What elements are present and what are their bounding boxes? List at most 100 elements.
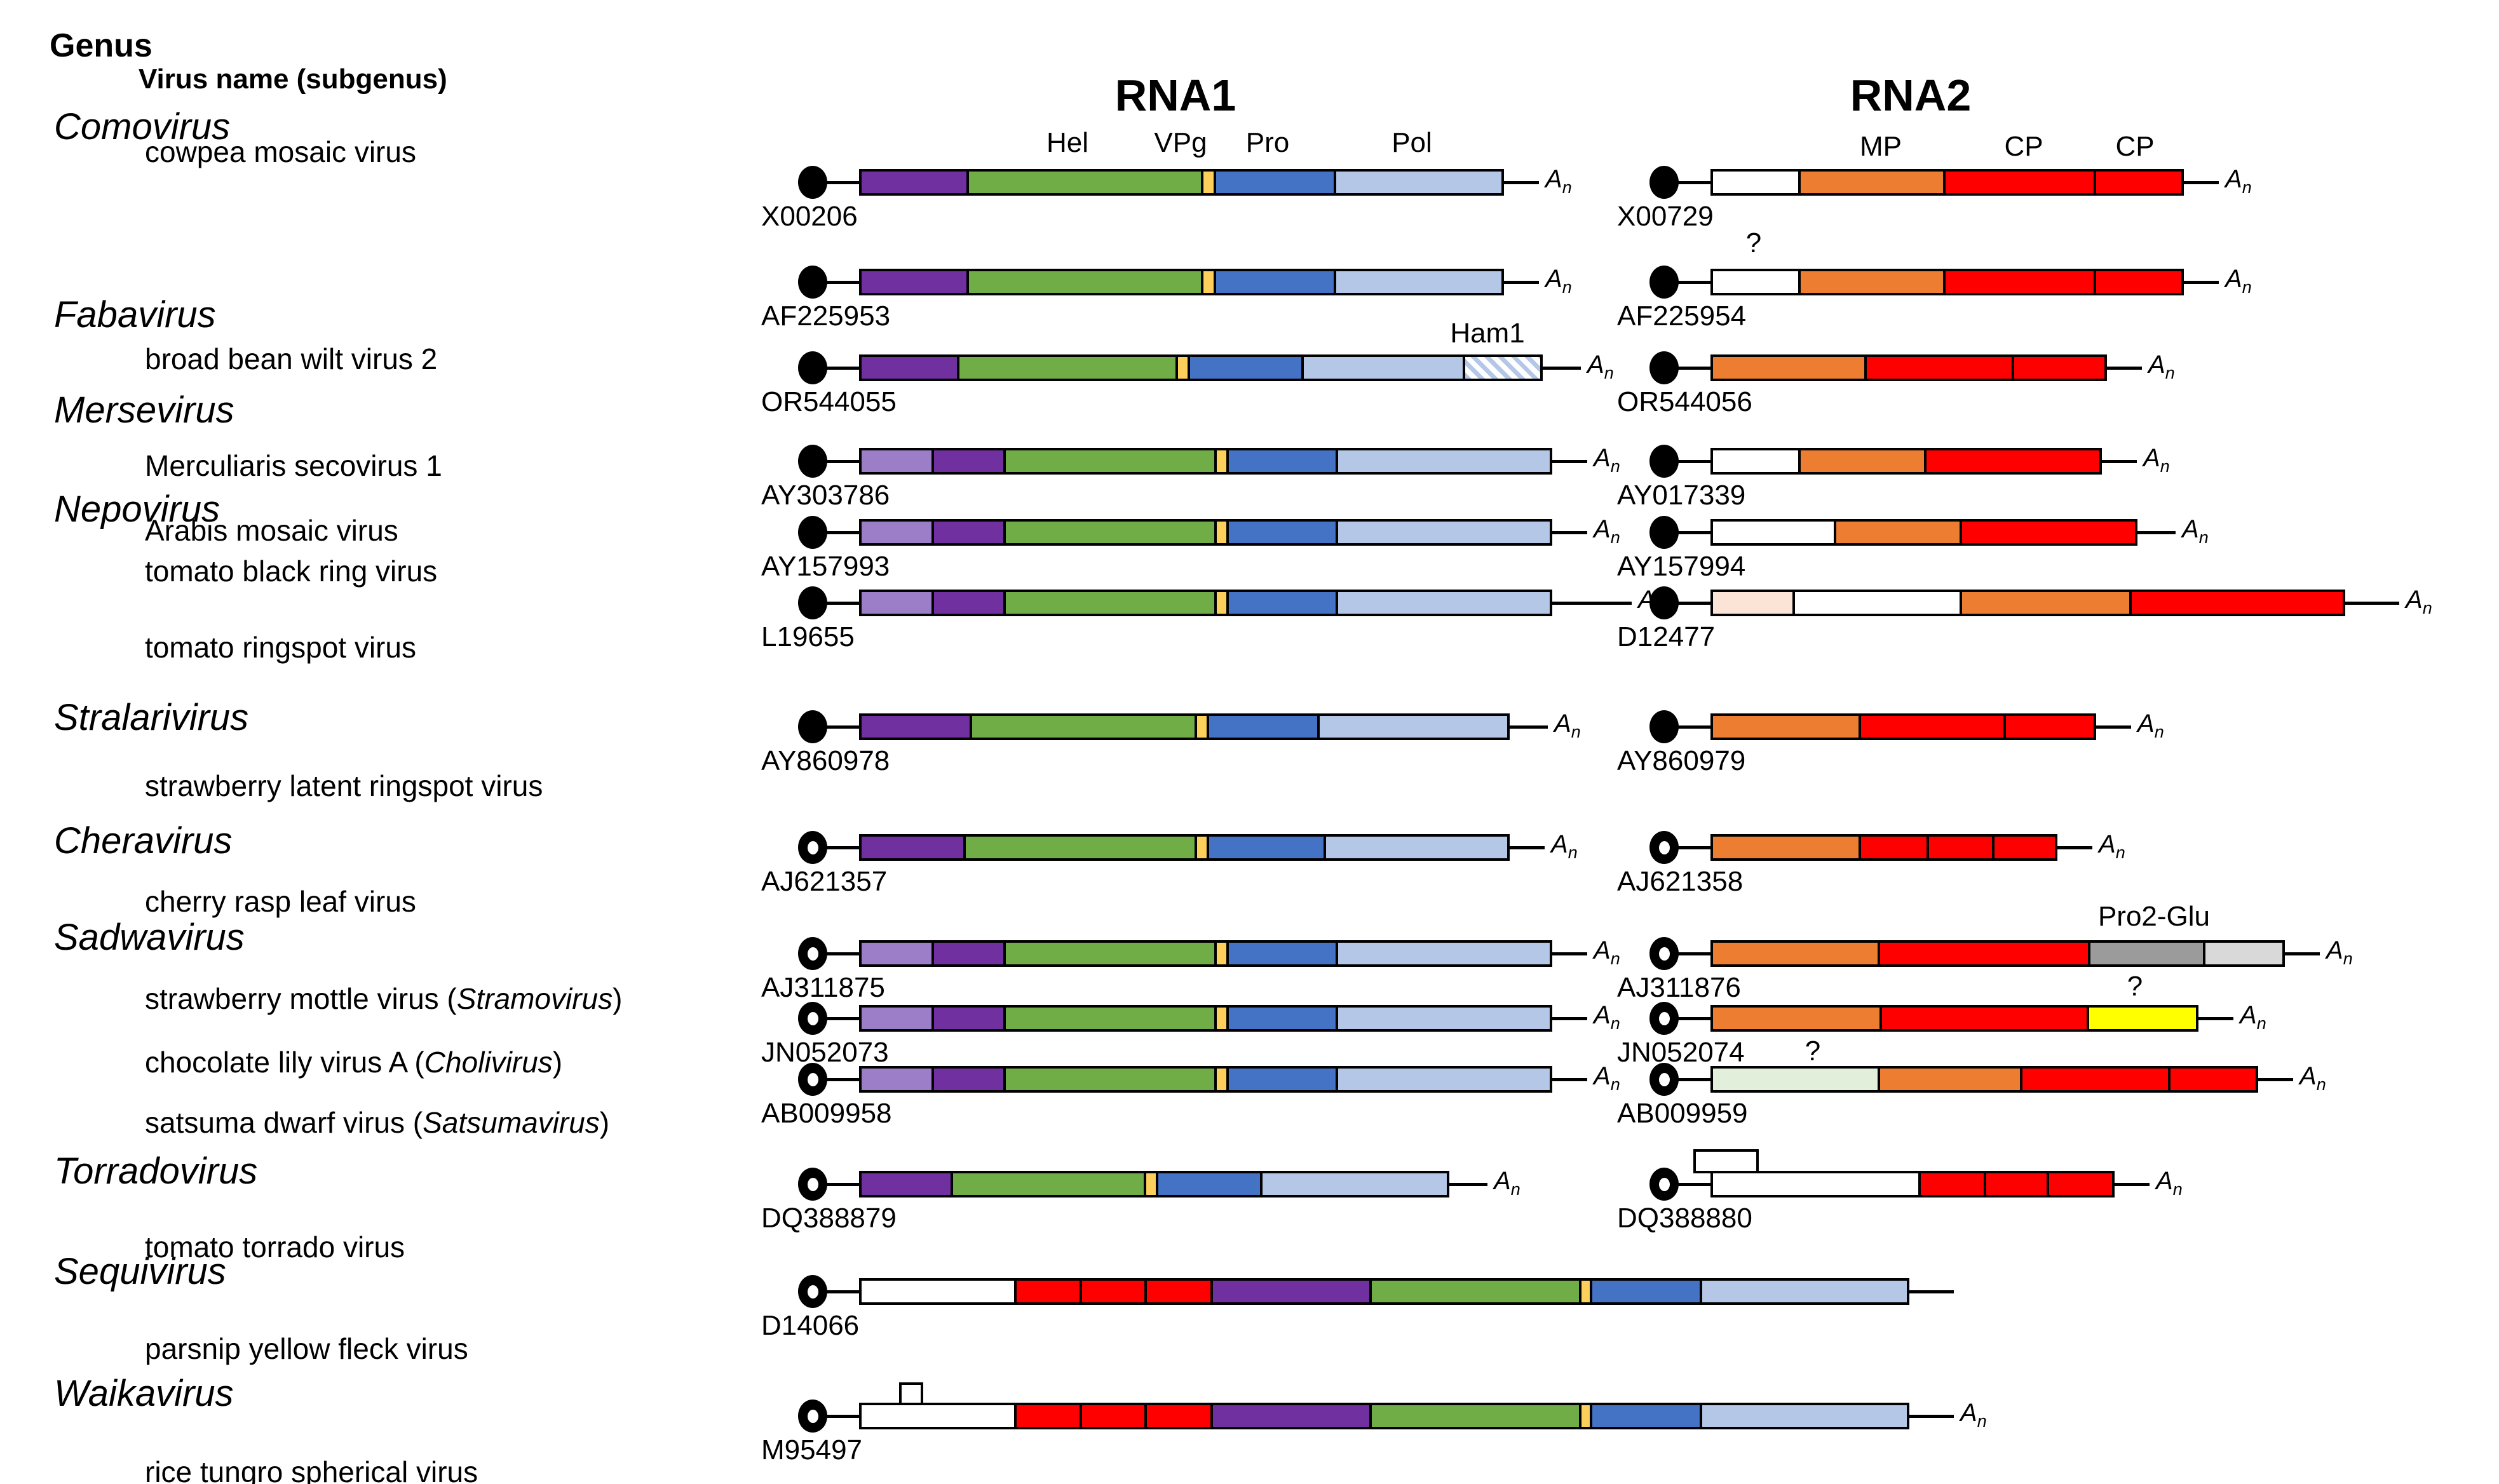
poly-a-line [1449, 1183, 1487, 1186]
genome-segment-red [1144, 1405, 1210, 1427]
genome-segment-blue [1207, 716, 1317, 738]
accession-label: AJ621357 [761, 866, 888, 897]
linker-line [826, 846, 859, 849]
genome-segment-green [951, 1173, 1144, 1195]
poly-a-line [2057, 846, 2092, 849]
vpg-circle-hole [807, 1177, 818, 1191]
genome-segment-red [1144, 1281, 1210, 1302]
poly-a-line [1504, 181, 1539, 184]
annotation-label: ? [1805, 1035, 1821, 1067]
vpg-circle-open-icon [798, 1168, 827, 1201]
genome-segment-red [2129, 592, 2343, 614]
domain-label: Pro [1245, 127, 1290, 158]
genome-segment-vpg [1175, 357, 1188, 379]
virus-name-text: strawberry latent ringspot virus [145, 769, 543, 802]
domain-label: Pol [1392, 127, 1432, 158]
domain-label: Hel [1046, 127, 1089, 158]
genome-segment-red [1859, 837, 1927, 858]
vpg-circle-filled-icon [1649, 266, 1679, 299]
genome-bar [859, 940, 1552, 967]
annotation-label: ? [2127, 971, 2143, 1002]
genome-segment-pgreen [1713, 1069, 1878, 1090]
genome-bar [1710, 940, 2285, 967]
virus-name-text: parsnip yellow fleck virus [145, 1332, 468, 1365]
accession-label: AJ311876 [1617, 972, 1741, 1003]
genome-segment-red [1014, 1281, 1080, 1302]
vpg-circle-filled-icon [798, 351, 827, 384]
genome-segment-vpg [1201, 271, 1214, 293]
genome-bar [859, 1171, 1449, 1197]
genome-bar [1710, 448, 2102, 475]
vpg-circle-open-icon [798, 1275, 827, 1308]
poly-a-line [1552, 1017, 1587, 1020]
accession-label: AY017339 [1617, 480, 1746, 511]
vpg-circle-open-icon [798, 937, 827, 970]
poly-a-label: An [1554, 710, 1581, 741]
vpg-circle-open-icon [1649, 1168, 1679, 1201]
genome-bar [859, 713, 1510, 740]
genome-segment-orange [1834, 522, 1960, 543]
genome-segment-purple [862, 1173, 951, 1195]
genome-segment-green [1003, 522, 1214, 543]
virus-name-text: cherry rasp leaf virus [145, 885, 416, 918]
genome-segment-lblue [1336, 943, 1550, 964]
rna1-title: RNA1 [1114, 71, 1236, 120]
genome-segment-red [1864, 357, 2012, 379]
vpg-circle-hole [807, 840, 818, 854]
genome-segment-green [963, 837, 1195, 858]
genome-segment-blue [1214, 172, 1334, 193]
virus-name-header: Virus name (subgenus) [139, 64, 447, 95]
annotation-label: Ham1 [1450, 318, 1525, 349]
genome-segment-orange [1878, 1069, 2020, 1090]
genome-segment-blue [1226, 592, 1336, 614]
accession-label: DQ388880 [1617, 1203, 1752, 1234]
poly-a-line [1552, 1078, 1587, 1081]
virus-name-label: broad bean wilt virus 2 [145, 342, 437, 376]
genus-label: Sequivirus [54, 1251, 226, 1292]
poly-a-label: An [1545, 265, 1572, 297]
poly-a-label: An [2182, 515, 2209, 547]
linker-line [826, 1017, 859, 1020]
domain-label: CP [2115, 131, 2155, 162]
linker-line [1677, 1078, 1710, 1081]
linker-line [1677, 725, 1710, 729]
genome-segment-green [966, 172, 1201, 193]
genome-segment-blue [1226, 1069, 1336, 1090]
accession-label: AB009959 [1617, 1098, 1748, 1129]
poly-a-label: An [1551, 830, 1578, 862]
vpg-circle-filled-icon [798, 445, 827, 478]
vpg-circle-hole [1658, 1011, 1670, 1025]
poly-a-line [1552, 460, 1587, 463]
virus-name-label: Arabis mosaic virus [145, 513, 398, 548]
genome-segment-blue [1207, 837, 1324, 858]
annotation-label: ? [1745, 227, 1762, 259]
genome-segment-lgray [2203, 943, 2282, 964]
vpg-circle-filled-icon [1649, 166, 1679, 199]
linker-line [1677, 1183, 1710, 1186]
vpg-circle-filled-icon [798, 266, 827, 299]
genome-bar [859, 519, 1552, 546]
genus-label: Comovirus [54, 106, 231, 147]
virus-name-label: parsnip yellow fleck virus [145, 1332, 468, 1366]
genome-segment-lblue [1336, 1008, 1550, 1029]
genus-label: Torradovirus [54, 1150, 258, 1192]
poly-a-label: An [1587, 351, 1614, 382]
genus-label: Sadwavirus [54, 917, 245, 958]
genome-segment-red [1984, 1173, 2047, 1195]
vpg-circle-filled-icon [1649, 445, 1679, 478]
genome-bar [859, 169, 1504, 196]
vpg-circle-open-icon [798, 1063, 827, 1096]
genome-bar [859, 834, 1510, 861]
virus-name-text: Merculiaris secovirus 1 [145, 449, 442, 482]
domain-label: MP [1860, 131, 1902, 162]
genome-segment-red [1879, 1008, 2087, 1029]
poly-a-line [2285, 952, 2320, 955]
linker-line [826, 725, 859, 729]
poly-a-line [2198, 1017, 2233, 1020]
accession-label: AY157994 [1617, 551, 1746, 582]
poly-a-line [2184, 181, 2219, 184]
genome-segment-hatch [1463, 357, 1540, 379]
genome-segment-orange [1713, 837, 1859, 858]
genome-segment-green [1003, 1069, 1214, 1090]
accession-label: JN052073 [761, 1037, 889, 1068]
